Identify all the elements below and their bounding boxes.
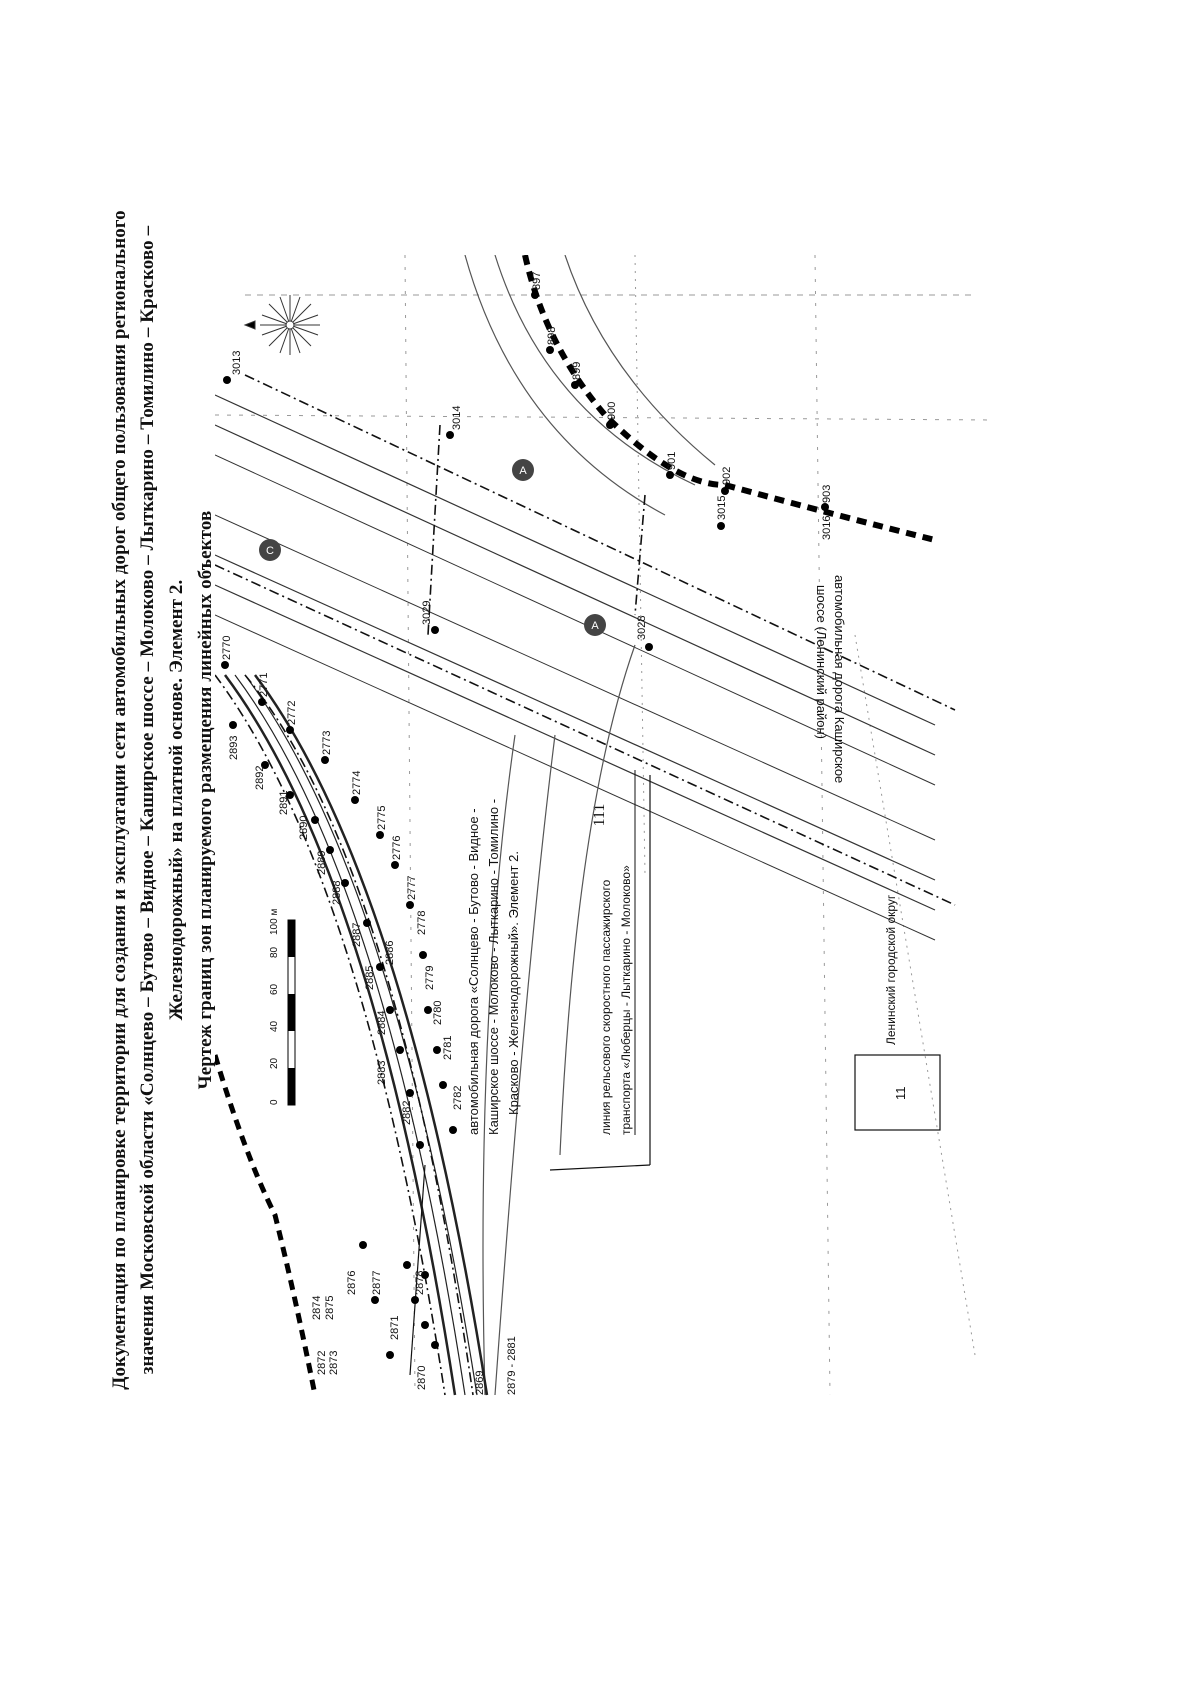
label-903: 903: [821, 485, 833, 503]
label-2870: 2870: [416, 1366, 428, 1390]
label-2884: 2884: [376, 1011, 388, 1035]
svg-text:автомобильная дорога «Солнцево: автомобильная дорога «Солнцево - Бутово …: [466, 808, 481, 1135]
label-2869: 2869: [474, 1371, 486, 1395]
title-line-2: значения Московской области «Солнцево – …: [137, 225, 158, 1375]
project-road-lines: [223, 674, 489, 1396]
label-2879-2881: 2879 - 2881: [506, 1336, 518, 1395]
label-2889: 2889: [316, 851, 328, 875]
label-901: 901: [666, 452, 678, 470]
label-2875: 2875: [324, 1296, 336, 1320]
kashirskoe-highway: [215, 394, 936, 941]
label-2779: 2779: [424, 966, 436, 990]
label-2776: 2776: [391, 836, 403, 860]
terrain-lines: [215, 255, 996, 1396]
label-2871: 2871: [389, 1316, 401, 1340]
label-2877: 2877: [371, 1271, 383, 1295]
scale-tick-60: 60: [269, 983, 280, 995]
scale-tick-40: 40: [269, 1020, 280, 1032]
label-2780: 2780: [432, 1001, 444, 1025]
district-label: Ленинский городской округ: [884, 894, 898, 1045]
svg-text:Каширское шоссе - Молоково - Л: Каширское шоссе - Молоково - Лыткарино -…: [486, 799, 501, 1135]
label-2887: 2887: [351, 923, 363, 947]
label-2876: 2876: [346, 1271, 358, 1295]
label-2770: 2770: [221, 636, 233, 660]
marker-a-2: A: [584, 614, 606, 636]
boundary-dots: [221, 291, 829, 1359]
label-3028: 3028: [636, 616, 648, 640]
label-2773: 2773: [321, 731, 333, 755]
parcel-number: 11: [893, 1087, 908, 1101]
project-road-caption: автомобильная дорога «Солнцево - Бутово …: [466, 799, 521, 1135]
title-line-4: Чертеж границ зон планируемого размещени…: [195, 510, 216, 1090]
label-902: 902: [721, 467, 733, 485]
highway-caption: автомобильная дорога Каширское шоссе (Ле…: [814, 575, 847, 783]
road-curves: [464, 255, 716, 1396]
scale-bar: 0 20 40 60 80 100 м: [269, 909, 296, 1106]
label-2892: 2892: [254, 766, 266, 790]
label-2778: 2778: [416, 911, 428, 935]
scale-tick-80: 80: [269, 946, 280, 958]
svg-text:Красково - Железнодорожный». Э: Красково - Железнодорожный». Элемент 2.: [506, 851, 521, 1115]
label-3029: 3029: [421, 601, 433, 625]
label-2885: 2885: [364, 966, 376, 990]
label-2777: 2777: [406, 876, 418, 900]
boundary-thick-dashed: [215, 255, 936, 1396]
svg-text:автомобильная дорога Каширское: автомобильная дорога Каширское: [832, 575, 847, 783]
title-line-1: Документация по планировке территории дл…: [109, 210, 130, 1390]
marker-c: C: [259, 539, 281, 561]
label-2782: 2782: [452, 1086, 464, 1110]
zone-boundaries: [215, 374, 956, 1396]
label-899: 899: [571, 362, 583, 380]
scale-tick-100: 100 м: [269, 909, 280, 935]
rail-leader: [409, 775, 941, 1376]
label-3015: 3015: [716, 496, 728, 520]
svg-text:A: A: [591, 620, 599, 632]
label-2873: 2873: [328, 1351, 340, 1375]
svg-text:транспорта «Люберцы - Лыткарин: транспорта «Люберцы - Лыткарино - Молоко…: [619, 865, 633, 1135]
label-3013: 3013: [231, 351, 243, 375]
label-2774: 2774: [351, 771, 363, 795]
label-2890: 2890: [298, 816, 310, 840]
label-2893: 2893: [228, 736, 240, 760]
label-2882: 2882: [401, 1101, 413, 1125]
label-2772: 2772: [286, 701, 298, 725]
label-898: 898: [546, 327, 558, 345]
north-compass-icon: [243, 295, 320, 355]
title-line-3: Железнодорожный» на платной основе. Элем…: [166, 579, 187, 1021]
marker-a-1: A: [512, 459, 534, 481]
label-2891: 2891: [278, 791, 290, 815]
scale-tick-20: 20: [269, 1057, 280, 1069]
label-2886: 2886: [384, 941, 396, 965]
label-2781: 2781: [442, 1036, 454, 1060]
label-2888: 2888: [331, 881, 343, 905]
label-2775: 2775: [376, 806, 388, 830]
svg-text:A: A: [519, 465, 527, 477]
label-3016: 3016: [821, 516, 833, 540]
label-2878: 2878: [414, 1271, 426, 1295]
svg-text:C: C: [266, 545, 274, 557]
planning-map: 0 20 40 60 80 100 м A A C: [215, 255, 996, 1396]
svg-text:линия рельсового скоростного п: линия рельсового скоростного пассажирско…: [599, 879, 613, 1135]
point-labels: 3013 3014 3015 3016 3028 3029 897 898 89…: [221, 272, 833, 1395]
rail-caption: линия рельсового скоростного пассажирско…: [599, 770, 636, 1135]
label-900: 900: [606, 402, 618, 420]
label-3014: 3014: [451, 406, 463, 430]
label-2771: 2771: [258, 673, 270, 697]
label-897: 897: [531, 272, 543, 290]
label-2874: 2874: [311, 1296, 323, 1320]
svg-text:шоссе (Ленинский район): шоссе (Ленинский район): [814, 585, 829, 739]
label-2872: 2872: [316, 1351, 328, 1375]
scale-tick-0: 0: [269, 1099, 280, 1105]
label-2883: 2883: [376, 1061, 388, 1085]
